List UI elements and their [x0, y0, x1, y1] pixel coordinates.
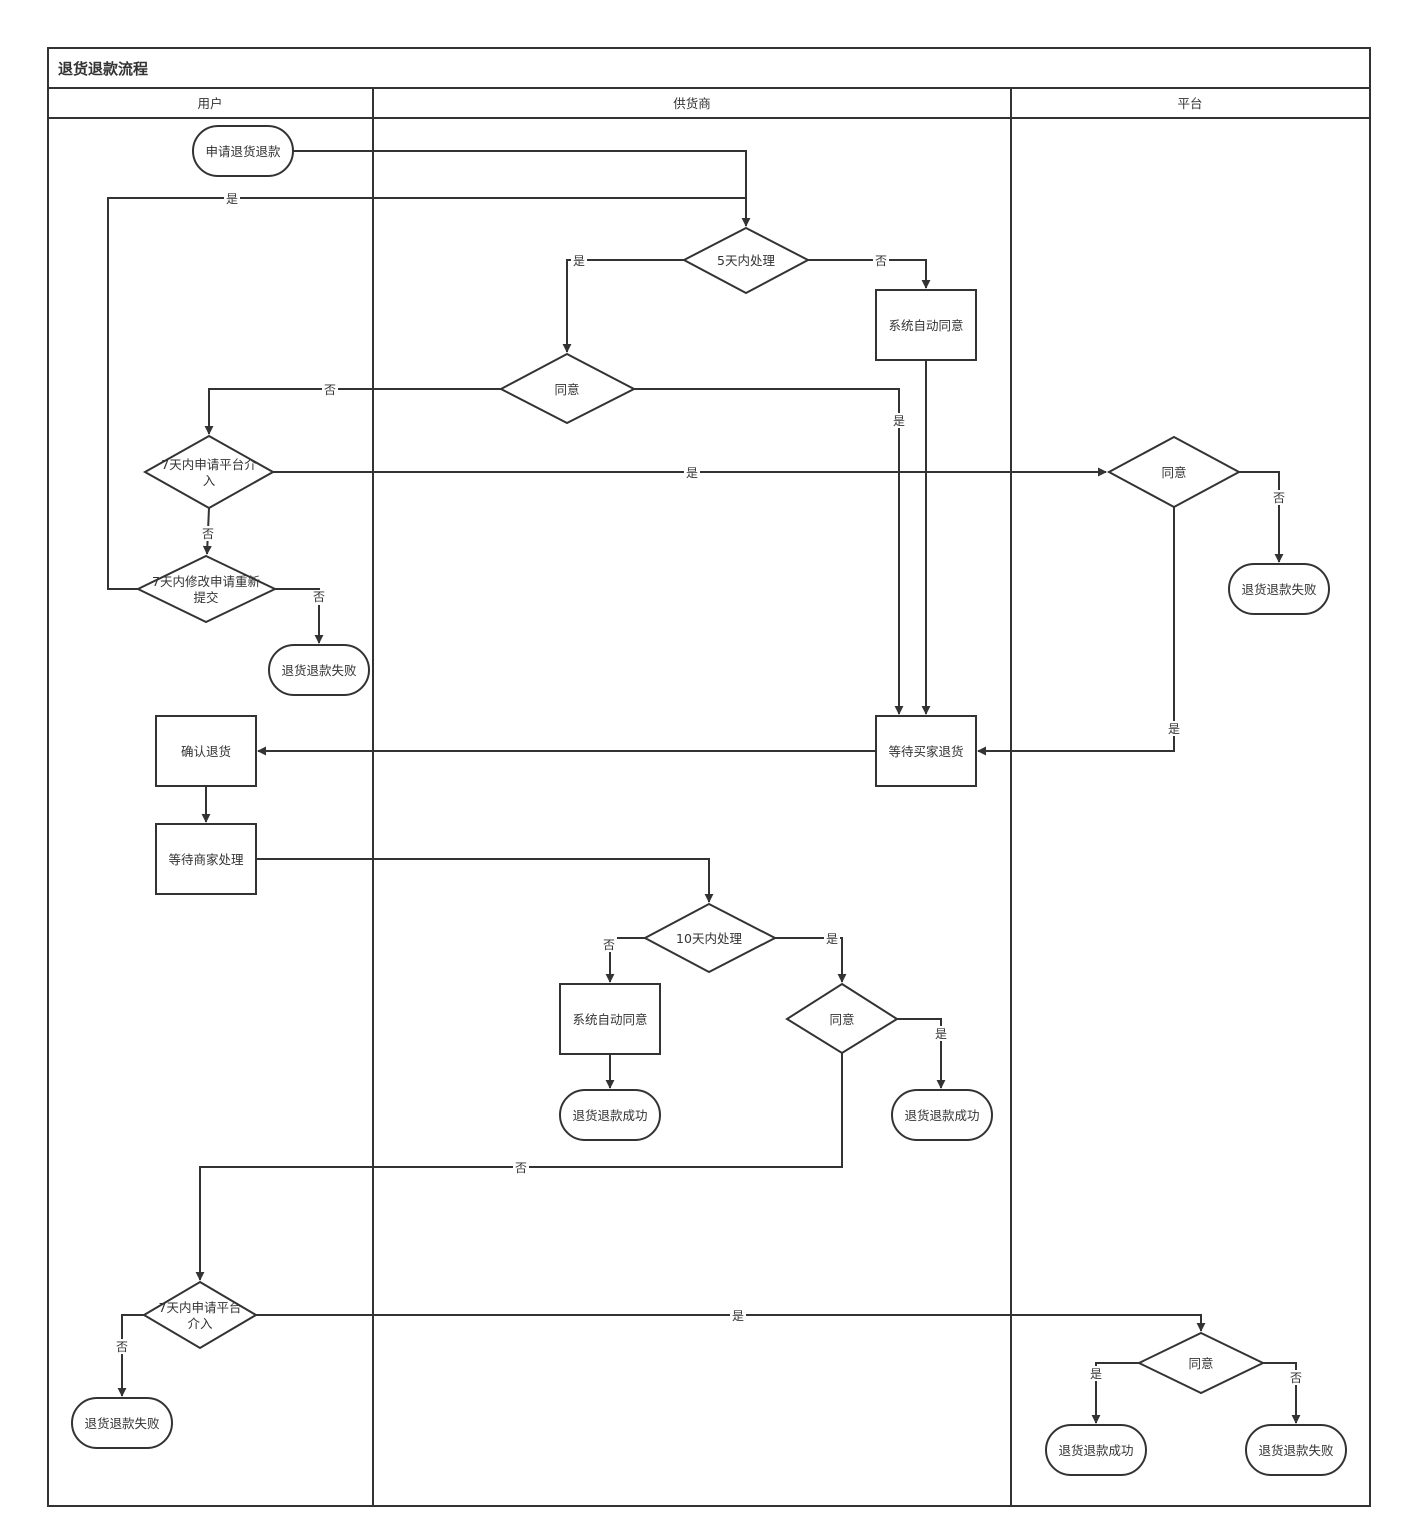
node-wait-merchant[interactable]: 等待商家处理: [155, 823, 257, 895]
edge-label: 是: [686, 466, 698, 480]
node-success-1[interactable]: 退货退款成功: [559, 1089, 661, 1141]
node-label: 10天内处理: [676, 931, 742, 946]
node-label: 7天内修改申请重新: [152, 574, 260, 589]
edge-agree2-yes: [897, 1018, 946, 1089]
node-label: 同意: [829, 1012, 854, 1027]
lane-header-supplier: 供货商: [673, 96, 711, 111]
node-label: 等待商家处理: [168, 852, 244, 867]
edge-label: 否: [1290, 1371, 1302, 1385]
node-success-3[interactable]: 退货退款成功: [1045, 1424, 1147, 1476]
nodes: 申请退货退款 5天内处理 系统自动同意 同意 7天内申请平台介 入 7天内修改申…: [71, 125, 1347, 1476]
node-label: 系统自动同意: [572, 1012, 647, 1027]
diagram-frame: 退货退款流程 用户 供货商 平台: [47, 47, 1371, 1507]
edge-label: 是: [573, 254, 585, 268]
edge-platagree1-no: [1239, 471, 1284, 563]
node-label: 系统自动同意: [888, 318, 963, 333]
edge-waitmerchant-to-within10: [256, 858, 714, 903]
diagram-title: 退货退款流程: [58, 60, 148, 78]
edge-label: 否: [116, 1340, 128, 1354]
edge-label: 是: [1090, 1367, 1102, 1381]
node-decision-resubmit-7-days[interactable]: 7天内修改申请重新 提交: [135, 554, 278, 624]
node-wait-buyer-return[interactable]: 等待买家退货: [875, 715, 977, 787]
node-label: 同意: [1188, 1356, 1213, 1371]
node-label: 入: [203, 473, 216, 488]
lane-header-user: 用户: [197, 96, 222, 111]
node-label: 确认退货: [181, 744, 231, 759]
edge-within5-yes: [562, 259, 684, 353]
node-fail-4[interactable]: 退货退款失败: [1245, 1424, 1347, 1476]
lane-header-platform: 平台: [1177, 96, 1202, 111]
node-decision-within-10-days[interactable]: 10天内处理: [642, 902, 778, 974]
node-label: 同意: [1161, 465, 1186, 480]
node-auto-agree-2[interactable]: 系统自动同意: [559, 983, 661, 1055]
edge-resubmit-to-within5: [107, 197, 746, 590]
node-fail-3[interactable]: 退货退款失败: [71, 1397, 173, 1449]
edge-label: 否: [324, 383, 336, 397]
node-label: 退货退款成功: [572, 1108, 647, 1123]
edge-platagree1-yes: [977, 507, 1175, 756]
node-auto-agree-1[interactable]: 系统自动同意: [875, 289, 977, 361]
edge-label: 否: [313, 590, 325, 604]
edge-platagree2-no: [1263, 1362, 1301, 1424]
node-label: 退货退款失败: [281, 663, 357, 678]
node-decision-platform-agree-2[interactable]: 同意: [1136, 1331, 1266, 1395]
edge-within10-yes: [775, 937, 847, 983]
node-label: 退货退款成功: [904, 1108, 979, 1123]
node-label: 退货退款成功: [1058, 1443, 1133, 1458]
node-label: 5天内处理: [717, 253, 775, 268]
node-decision-supplier-agree-2[interactable]: 同意: [785, 982, 899, 1055]
edge-resubmit-no: [275, 588, 324, 644]
node-label: 退货退款失败: [1258, 1443, 1334, 1458]
node-fail-1[interactable]: 退货退款失败: [268, 644, 370, 696]
edge-label: 否: [515, 1161, 527, 1175]
edge-label: 否: [603, 938, 615, 952]
edge-platform7b-no: [117, 1314, 144, 1397]
node-apply-return-refund[interactable]: 申请退货退款: [192, 125, 294, 177]
node-label: 退货退款失败: [84, 1416, 160, 1431]
node-decision-supplier-agree-1[interactable]: 同意: [498, 352, 637, 425]
node-decision-platform-agree-1[interactable]: 同意: [1106, 435, 1242, 509]
node-decision-within-5-days[interactable]: 5天内处理: [681, 226, 811, 295]
node-label: 7天内申请平台: [159, 1300, 242, 1315]
edge-label: 是: [935, 1027, 947, 1041]
edge-label: 是: [893, 414, 905, 428]
node-label: 等待买家退货: [888, 744, 963, 759]
node-label: 7天内申请平台介: [161, 457, 257, 472]
edge-label: 否: [202, 527, 214, 541]
node-decision-apply-platform-7-days-a[interactable]: 7天内申请平台介 入: [142, 434, 276, 510]
node-label: 同意: [554, 382, 579, 397]
node-success-2[interactable]: 退货退款成功: [891, 1089, 993, 1141]
node-fail-2[interactable]: 退货退款失败: [1228, 563, 1330, 615]
node-label: 提交: [193, 590, 218, 605]
node-decision-apply-platform-7-days-b[interactable]: 7天内申请平台 介入: [142, 1280, 258, 1350]
node-label: 申请退货退款: [205, 144, 281, 159]
edge-platagree2-yes: [1091, 1362, 1139, 1424]
pool-border: [47, 47, 1371, 1507]
node-label: 介入: [187, 1316, 213, 1331]
edge-label: 否: [875, 254, 887, 268]
edge-label: 是: [226, 192, 238, 206]
node-confirm-return[interactable]: 确认退货: [155, 715, 257, 787]
edge-agree1-no: [204, 388, 501, 435]
edge-label: 是: [826, 932, 838, 946]
edge-labels: 是 是 否 否 是 是 否 否 否 是 否 是 是 否 否 是 是 否: [114, 190, 1304, 1385]
edges: [107, 150, 1301, 1424]
edge-label: 否: [1273, 491, 1285, 505]
edge-platform7b-yes: [256, 1314, 1206, 1332]
edge-agree1-yes: [634, 388, 904, 715]
edge-label: 是: [1168, 722, 1180, 736]
edge-label: 是: [732, 1309, 744, 1323]
edge-apply-to-within5: [293, 150, 751, 227]
node-label: 退货退款失败: [1241, 582, 1317, 597]
edge-within5-no: [808, 259, 931, 289]
